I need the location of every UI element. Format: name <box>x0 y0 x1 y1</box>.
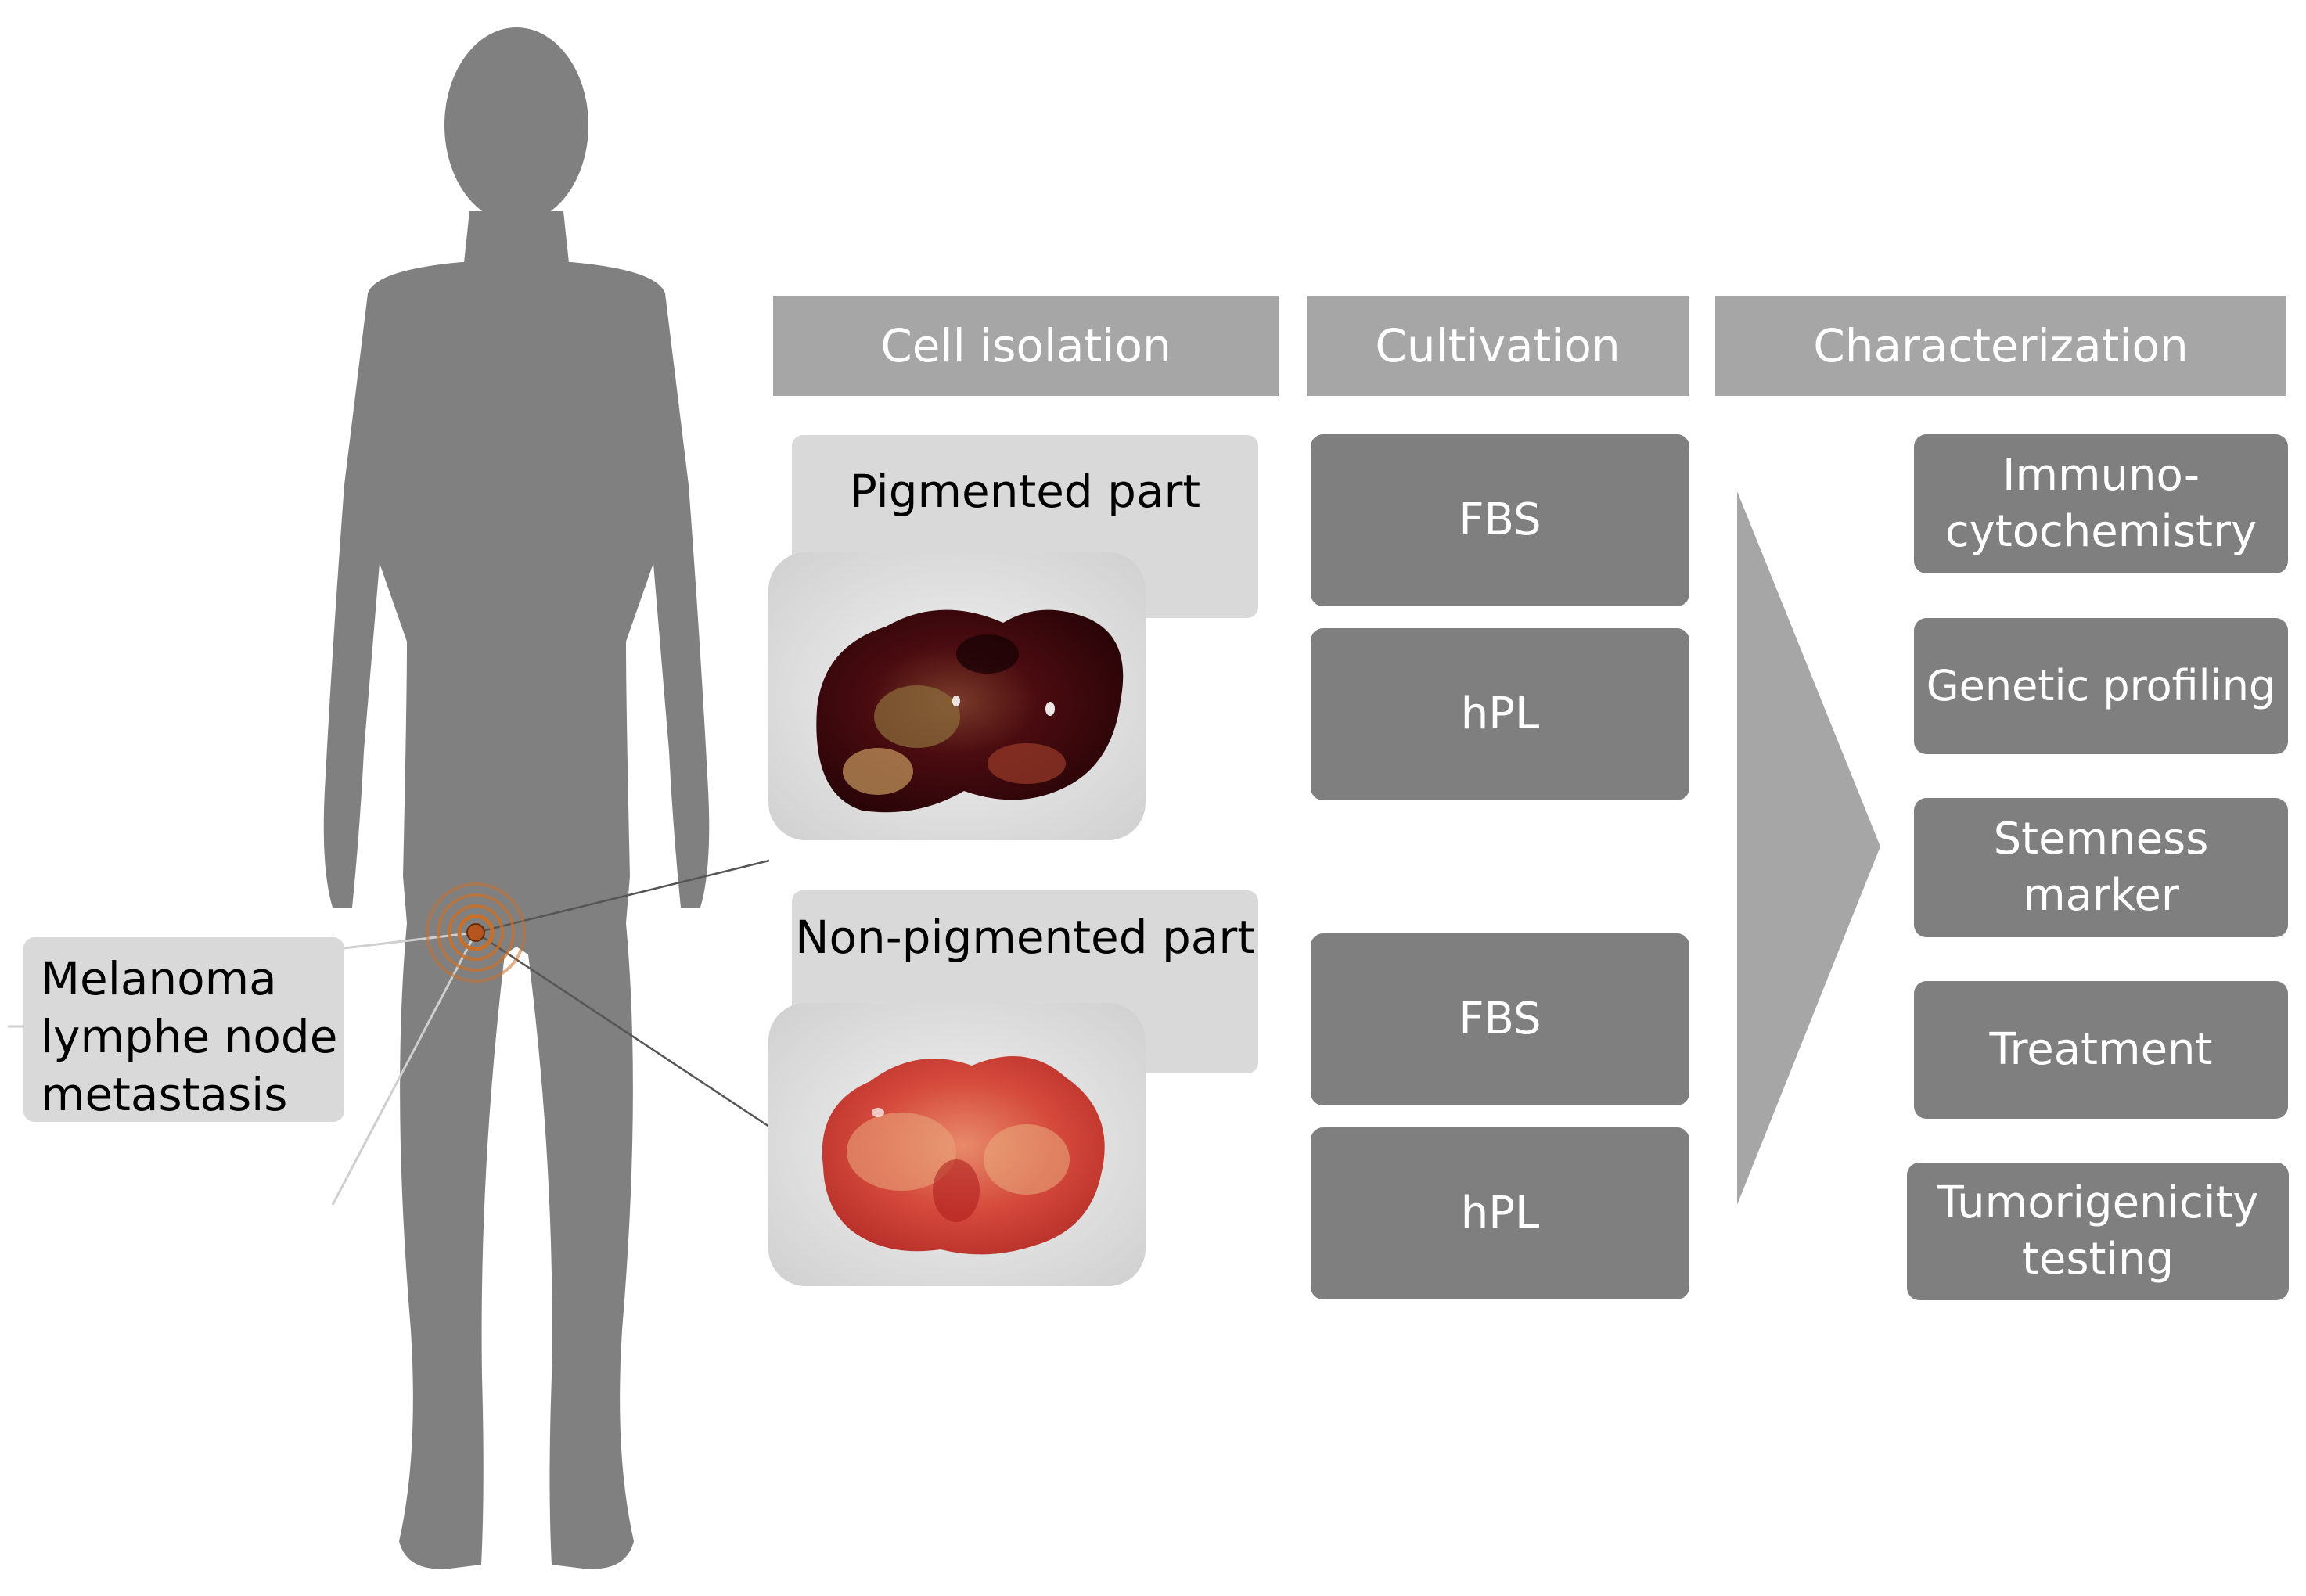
connector-lines <box>475 859 770 1128</box>
non-pigmented-tissue-photo <box>768 1003 1146 1286</box>
header-cell-isolation: Cell isolation <box>773 296 1279 396</box>
human-silhouette-icon <box>323 27 710 1569</box>
char-tumorigenicity-testing: Tumorigenicity testing <box>1907 1163 2289 1300</box>
non-pigmented-part-label: Non-pigmented part <box>795 911 1255 964</box>
metastasis-label-line-1: Melanoma <box>41 952 277 1005</box>
cultivation-hpl-non-pigmented: hPL <box>1311 1127 1689 1299</box>
tumor-target-icon <box>426 882 526 983</box>
char-stemness-marker: Stemness marker <box>1914 798 2288 937</box>
pigmented-tissue-photo <box>768 552 1146 840</box>
metastasis-label-box: Melanoma lymphe node metastasis <box>23 937 344 1122</box>
cultivation-hpl-pigmented: hPL <box>1311 628 1689 800</box>
pigmented-part-label: Pigmented part <box>849 465 1201 518</box>
char-genetic-profiling: Genetic profiling <box>1914 618 2288 754</box>
cultivation-fbs-non-pigmented: FBS <box>1311 933 1689 1105</box>
metastasis-label-line-2: lymphe node <box>41 1010 338 1063</box>
char-treatment: Treatment <box>1914 981 2288 1119</box>
chevron-arrow-icon <box>1737 491 1880 1205</box>
header-cultivation: Cultivation <box>1307 296 1689 396</box>
header-characterization: Characterization <box>1715 296 2286 396</box>
cultivation-fbs-pigmented: FBS <box>1311 434 1689 606</box>
metastasis-label-line-3: metastasis <box>41 1068 288 1121</box>
char-immunocytochemistry: Immuno- cytochemistry <box>1914 434 2288 573</box>
